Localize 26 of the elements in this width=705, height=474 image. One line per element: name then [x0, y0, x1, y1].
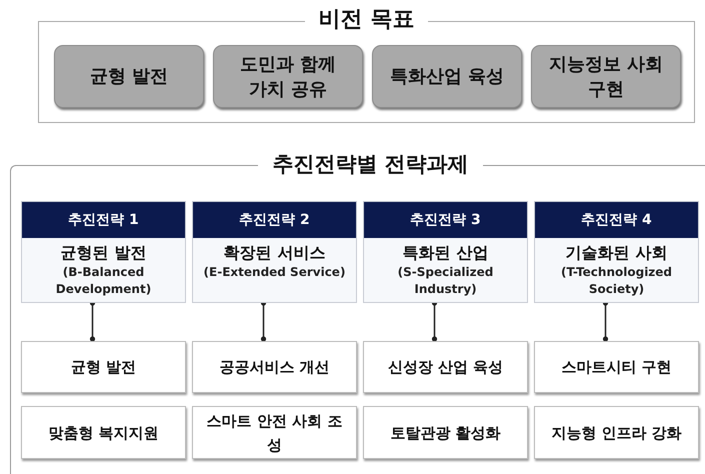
strategy-subtitle: (B-Balanced Development)	[54, 264, 152, 298]
goal-box: 특화산업 육성	[372, 45, 522, 108]
header-band: 추진전략 1	[22, 202, 185, 238]
strategy-title: 확장된 서비스	[222, 243, 326, 264]
goal-box: 지능정보 사회 구현	[531, 45, 681, 108]
strategy-subtitle: (T-Technologized Society)	[560, 264, 674, 298]
task-box: 신성장 산업 육성	[363, 341, 528, 393]
task-box: 토탈관광 활성화	[363, 406, 528, 459]
task-box: 스마트시티 구현	[534, 341, 699, 393]
strategy-subtitle: (S-Specialized Industry)	[396, 264, 494, 298]
task-box: 맞춤형 복지지원	[21, 406, 186, 459]
header-band: 추진전략 4	[535, 202, 698, 238]
task-box: 균형 발전	[21, 341, 186, 393]
task-box: 스마트 안전 사회 조성	[192, 406, 357, 459]
task-box: 공공서비스 개선	[192, 341, 357, 393]
strategy-subtitle: (E-Extended Service)	[202, 264, 346, 281]
task-box: 지능형 인프라 강화	[534, 406, 699, 459]
strategy-title: 균형된 발전	[60, 243, 148, 264]
panel-heading: 비전 목표	[304, 7, 428, 32]
strategy-title: 특화된 산업	[402, 243, 490, 264]
panel-heading: 추진전략별 전략과제	[258, 152, 483, 176]
strategy-title: 기술화된 사회	[564, 243, 668, 264]
header-band: 추진전략 2	[193, 202, 356, 238]
goal-box: 균형 발전	[54, 45, 204, 108]
goal-box: 도민과 함께 가치 공유	[213, 45, 363, 108]
header-band: 추진전략 3	[364, 202, 527, 238]
